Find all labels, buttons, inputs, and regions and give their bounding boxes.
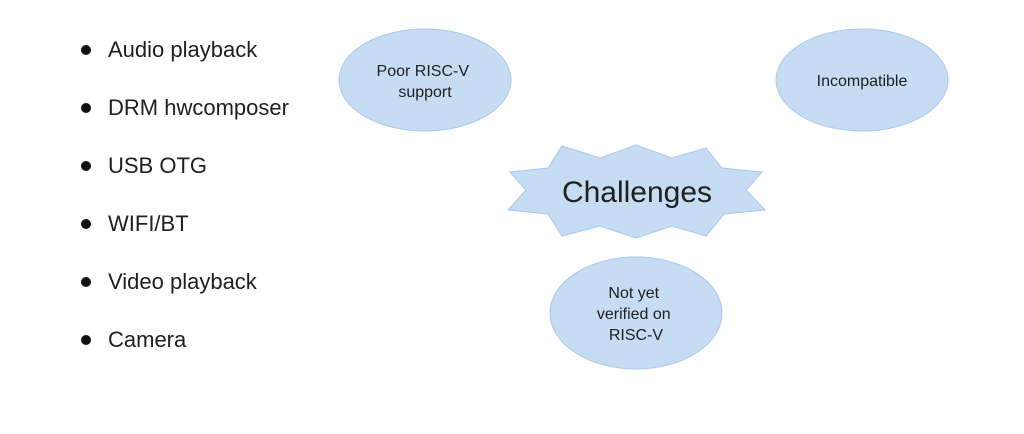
oval-shape — [775, 28, 949, 132]
oval-label-line: support — [398, 84, 452, 101]
bullet-text: USB OTG — [108, 153, 208, 178]
oval-label-line: verified on — [597, 306, 671, 323]
oval-shape — [549, 256, 723, 370]
bullet-dot-icon — [81, 45, 91, 55]
oval-shape — [338, 28, 512, 132]
oval-poor-risc-v-support: Poor RISC-V support — [338, 28, 512, 132]
bullet-dot-icon — [81, 277, 91, 287]
bullet-item-video-playback: Video playback — [80, 264, 289, 322]
feature-bullet-list: Audio playback DRM hwcomposer USB OTG WI… — [80, 32, 289, 380]
starburst-challenges: Challenges — [506, 144, 767, 239]
oval-label-line: Poor RISC-V — [377, 63, 470, 80]
bullet-item-usb-otg: USB OTG — [80, 148, 289, 206]
oval-incompatible: Incompatible — [775, 28, 949, 132]
bullet-text: DRM hwcomposer — [108, 95, 289, 120]
svg-text:Poor RISC-V support: Poor RISC-V support — [377, 63, 474, 101]
bullet-dot-icon — [81, 335, 91, 345]
bullet-item-camera: Camera — [80, 322, 289, 380]
starburst-label: Challenges — [562, 176, 712, 209]
bullet-item-wifi-bt: WIFI/BT — [80, 206, 289, 264]
oval-not-yet-verified: Not yet verified on RISC-V — [549, 256, 723, 370]
bullet-text: Camera — [108, 327, 187, 352]
svg-text:Not yet verified on: Not yet verified on RISC-V — [597, 285, 675, 344]
bullet-item-audio-playback: Audio playback — [80, 32, 289, 90]
bullet-text: Video playback — [108, 269, 257, 294]
bullet-dot-icon — [81, 103, 91, 113]
svg-text:Incompatible: Incompatible — [817, 73, 908, 90]
oval-label-line: RISC-V — [609, 327, 664, 344]
bullet-text: WIFI/BT — [108, 211, 189, 236]
bullet-dot-icon — [81, 219, 91, 229]
bullet-dot-icon — [81, 161, 91, 171]
bullet-item-drm-hwcomposer: DRM hwcomposer — [80, 90, 289, 148]
starburst-shape — [506, 144, 767, 239]
oval-label-line: Incompatible — [817, 73, 908, 90]
bullet-text: Audio playback — [108, 37, 258, 62]
oval-label-line: Not yet — [608, 285, 659, 302]
